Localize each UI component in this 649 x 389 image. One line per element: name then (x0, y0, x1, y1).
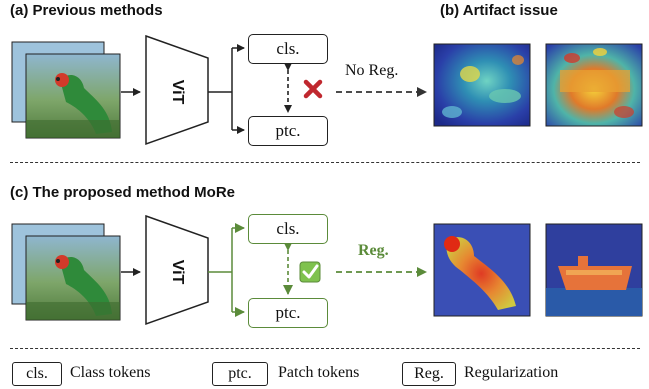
section-a-title: (a) Previous methods (10, 2, 163, 19)
cls-token-box-bottom: cls. (248, 214, 328, 244)
legend-text-ptc: Patch tokens (278, 364, 360, 381)
vit-encoder-bottom (145, 214, 209, 326)
clean-heatmap-parrot (433, 223, 531, 317)
section-b-title: (b) Artifact issue (440, 2, 558, 19)
artifact-heatmap-parrot (433, 43, 531, 127)
input-image-stack-top (11, 41, 121, 139)
vit-label-top: ViT (169, 79, 186, 105)
branch-arrows-top (208, 44, 245, 134)
check-icon (299, 261, 321, 283)
legend-key-ptc: ptc. (212, 362, 268, 386)
legend-key-reg: Reg. (402, 362, 456, 386)
clean-heatmap-ship (545, 223, 643, 317)
section-c-title: (c) The proposed method MoRe (10, 184, 235, 201)
vit-label-bottom: ViT (169, 259, 186, 285)
branch-arrows-bottom (208, 223, 245, 317)
legend-text-cls: Class tokens (70, 364, 151, 381)
cls-token-box-top: cls. (248, 34, 328, 64)
separator-2 (10, 348, 640, 349)
legend-key-cls: cls. (12, 362, 62, 386)
no-reg-label: No Reg. (345, 62, 399, 79)
vit-encoder-top (145, 34, 209, 146)
separator-1 (10, 162, 640, 163)
reg-label: Reg. (358, 242, 389, 259)
input-image-stack-bottom (11, 223, 121, 321)
cross-icon (303, 79, 323, 99)
artifact-heatmap-ship (545, 43, 643, 127)
legend-text-reg: Regularization (464, 364, 559, 381)
ptc-token-box-bottom: ptc. (248, 298, 328, 328)
ptc-token-box-top: ptc. (248, 116, 328, 146)
